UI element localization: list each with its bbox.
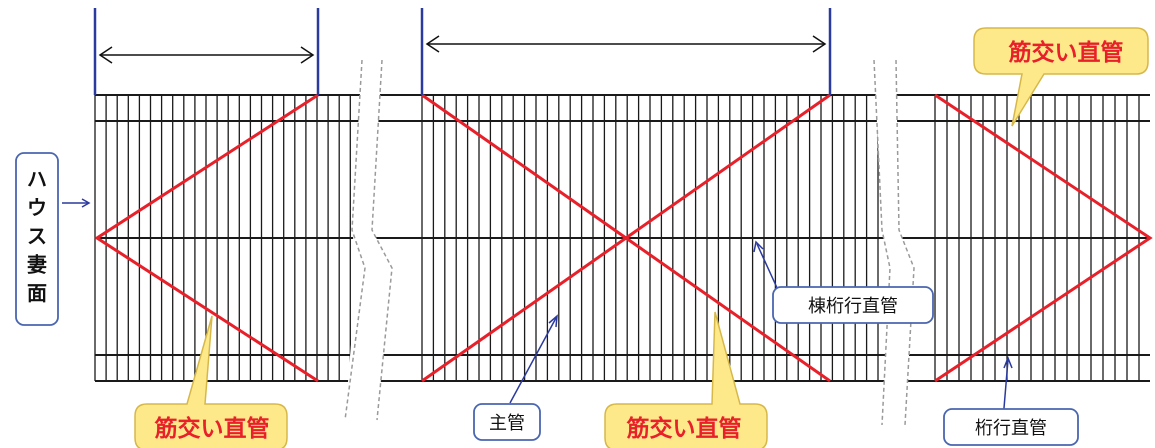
brace-pipes <box>94 93 1153 383</box>
callout-brace-top-right: 筋交い直管 <box>973 27 1149 127</box>
callout-brace-bottom-left: 筋交い直管 <box>134 315 288 448</box>
brace-label-bottom-left: 筋交い直管 <box>155 415 270 442</box>
brace-center-b <box>421 93 831 383</box>
break-gaps <box>345 60 914 425</box>
leader-purlin-head <box>1003 355 1013 369</box>
break-lines <box>344 59 915 426</box>
label-box-gable: ハウス妻面 <box>15 152 59 326</box>
brace-right <box>934 93 1153 383</box>
callout-brace-bottom-center: 筋交い直管 <box>604 311 768 448</box>
leader-main-pipe <box>509 317 557 404</box>
arrowhead-left-b <box>300 46 315 64</box>
break-line-1a <box>344 59 366 421</box>
break-line-2b <box>895 59 915 426</box>
dimension-arrows <box>98 35 827 64</box>
gable-label: ハウス妻面 <box>27 167 47 305</box>
break-line-1b <box>371 59 393 421</box>
break-line-2a <box>873 59 891 426</box>
arrowhead-center-a <box>425 35 440 53</box>
main-pipe-label: 主管 <box>489 413 525 434</box>
leader-main-pipe-head <box>548 314 558 328</box>
purlin-label: 桁行直管 <box>975 418 1047 439</box>
brace-label-top-right: 筋交い直管 <box>1009 39 1124 66</box>
brace-label-bottom-center: 筋交い直管 <box>627 415 742 442</box>
leader-ridge-head <box>753 240 764 253</box>
brace-left <box>94 93 319 383</box>
ridge-purlin-label: 棟桁行直管 <box>808 296 898 317</box>
arrowhead-center-b <box>812 35 827 53</box>
leader-gable-head <box>81 198 91 208</box>
dimension-lines <box>93 8 832 95</box>
label-box-ridge-purlin: 棟桁行直管 <box>772 286 934 324</box>
label-box-purlin: 桁行直管 <box>943 408 1079 446</box>
arrowhead-left-a <box>98 46 113 64</box>
leader-ridge <box>756 243 779 291</box>
label-box-main-pipe: 主管 <box>473 403 541 441</box>
